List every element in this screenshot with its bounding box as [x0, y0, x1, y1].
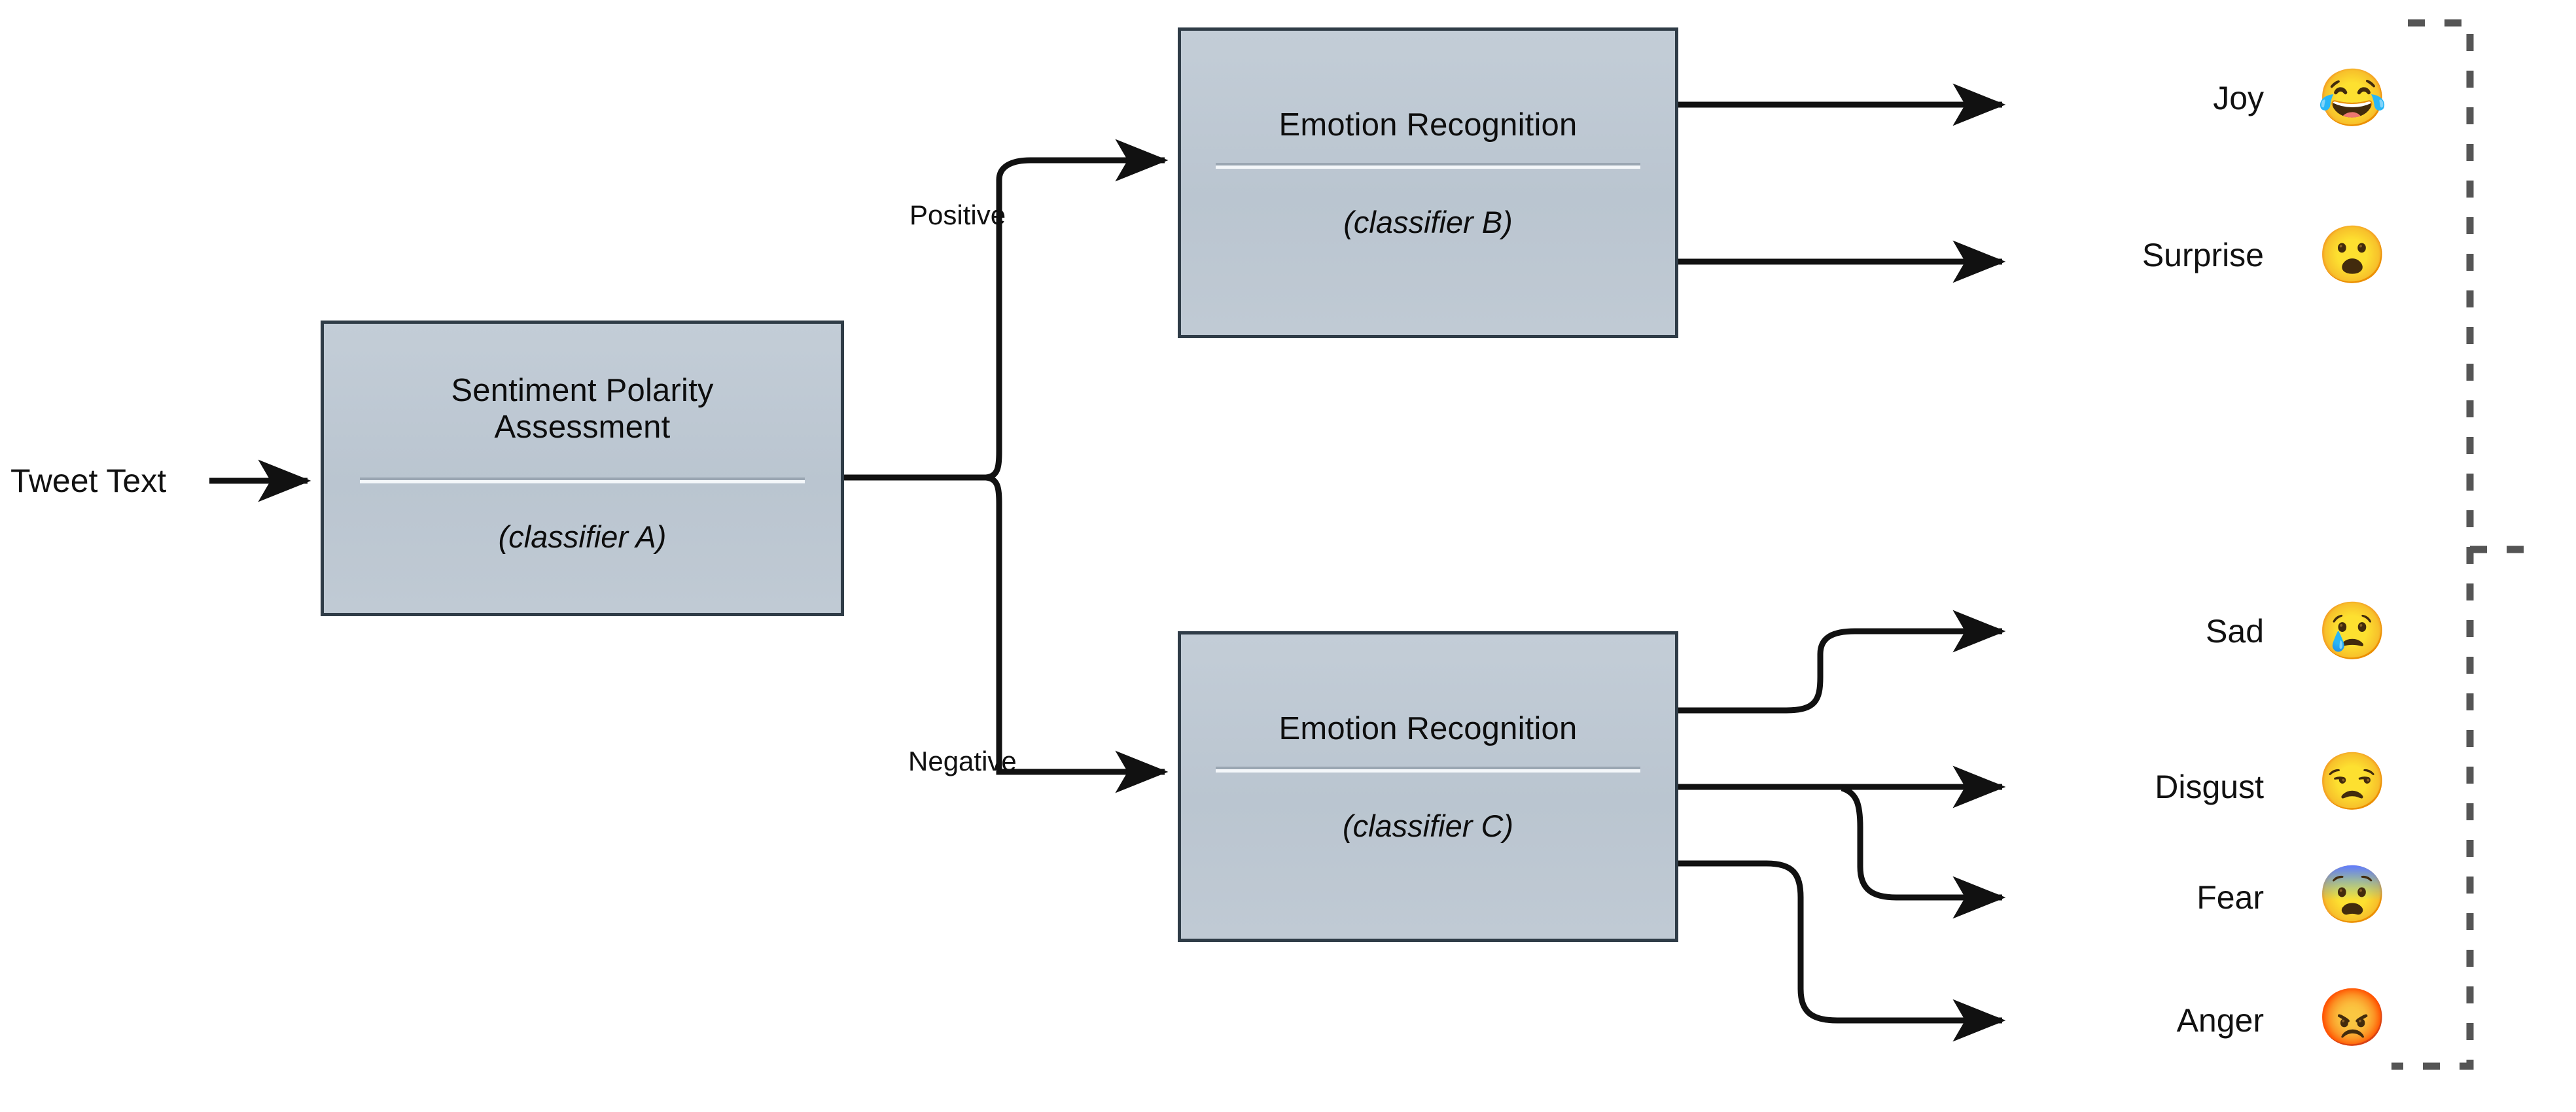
- branch-label-negative: Negative: [908, 746, 1017, 776]
- classifier-b-divider: [1215, 163, 1641, 169]
- output-label-disgust: Disgust: [2155, 769, 2264, 805]
- classifier-c-subtitle: (classifier C): [1342, 808, 1514, 844]
- unamused-face-emoji: 😒: [2317, 750, 2388, 813]
- output-label-fear: Fear: [2197, 879, 2264, 916]
- edge-split-down: [985, 474, 1002, 703]
- output-label-surprise: Surprise: [2142, 237, 2264, 273]
- face-with-tears-of-joy-emoji: 😂: [2317, 67, 2388, 130]
- edge-classifier-c-to-sad: [1678, 610, 2006, 714]
- edge-classifier-c-to-fear: [1841, 785, 2006, 919]
- output-label-anger: Anger: [2176, 1002, 2264, 1039]
- grouping-bracket: [2391, 19, 2474, 1070]
- classifier-c-node[interactable]: Emotion Recognition (classifier C): [1178, 631, 1678, 942]
- face-with-open-mouth-emoji: 😮: [2317, 224, 2388, 287]
- classifier-b-node[interactable]: Emotion Recognition (classifier B): [1178, 27, 1678, 338]
- classifier-a-subtitle: (classifier A): [498, 519, 667, 554]
- edge-classifier-c-to-anger: [1678, 860, 2006, 1042]
- classifier-c-divider: [1215, 767, 1641, 773]
- classifier-b-subtitle: (classifier B): [1343, 205, 1513, 240]
- output-label-joy: Joy: [2213, 80, 2264, 116]
- edge-positive-to-classifier-b: [996, 139, 1169, 182]
- fearful-face-emoji: 😨: [2317, 863, 2388, 926]
- edge-negative-to-classifier-c: [996, 703, 1169, 793]
- crying-face-emoji: 😢: [2317, 600, 2388, 663]
- output-label-sad: Sad: [2206, 613, 2264, 650]
- classifier-b-title: Emotion Recognition: [1279, 107, 1578, 143]
- classifier-a-divider: [360, 477, 805, 483]
- branch-label-positive: Positive: [909, 200, 1006, 230]
- input-label: Tweet Text: [10, 462, 167, 499]
- classifier-c-title: Emotion Recognition: [1279, 711, 1578, 746]
- pouting-face-emoji: 😡: [2317, 986, 2388, 1049]
